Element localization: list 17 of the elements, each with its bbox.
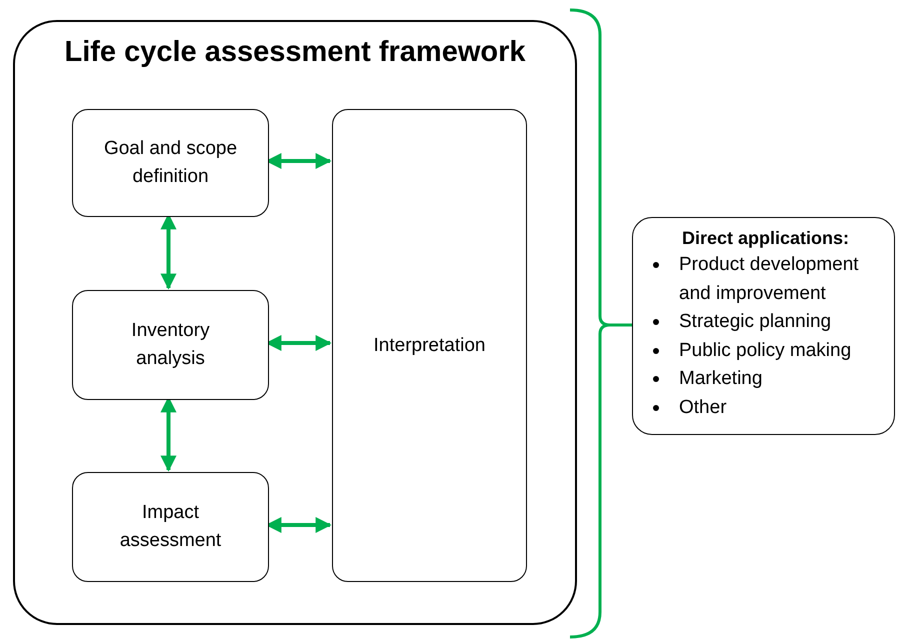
process-box	[72, 109, 269, 217]
framework-title: Life cycle assessment framework	[63, 36, 527, 69]
framework-container	[13, 20, 577, 625]
bullet-item: Public policy making	[679, 340, 852, 360]
process-label: Impact assessment	[118, 501, 222, 553]
process-box	[332, 109, 527, 582]
applications-box	[632, 217, 895, 435]
bullet-item: Other	[679, 396, 727, 418]
process-box	[72, 472, 269, 582]
process-label: Goal and scope definition	[102, 137, 238, 189]
bullet-item: Product development and improvement	[679, 254, 859, 304]
process-label: Inventory analysis	[130, 319, 211, 371]
process-box	[72, 290, 269, 400]
list-heading: Direct applications:	[680, 228, 850, 249]
process-label: Interpretation	[374, 334, 486, 358]
bullet-item: Strategic planning	[679, 311, 832, 332]
bullet-item: Marketing	[679, 368, 762, 389]
